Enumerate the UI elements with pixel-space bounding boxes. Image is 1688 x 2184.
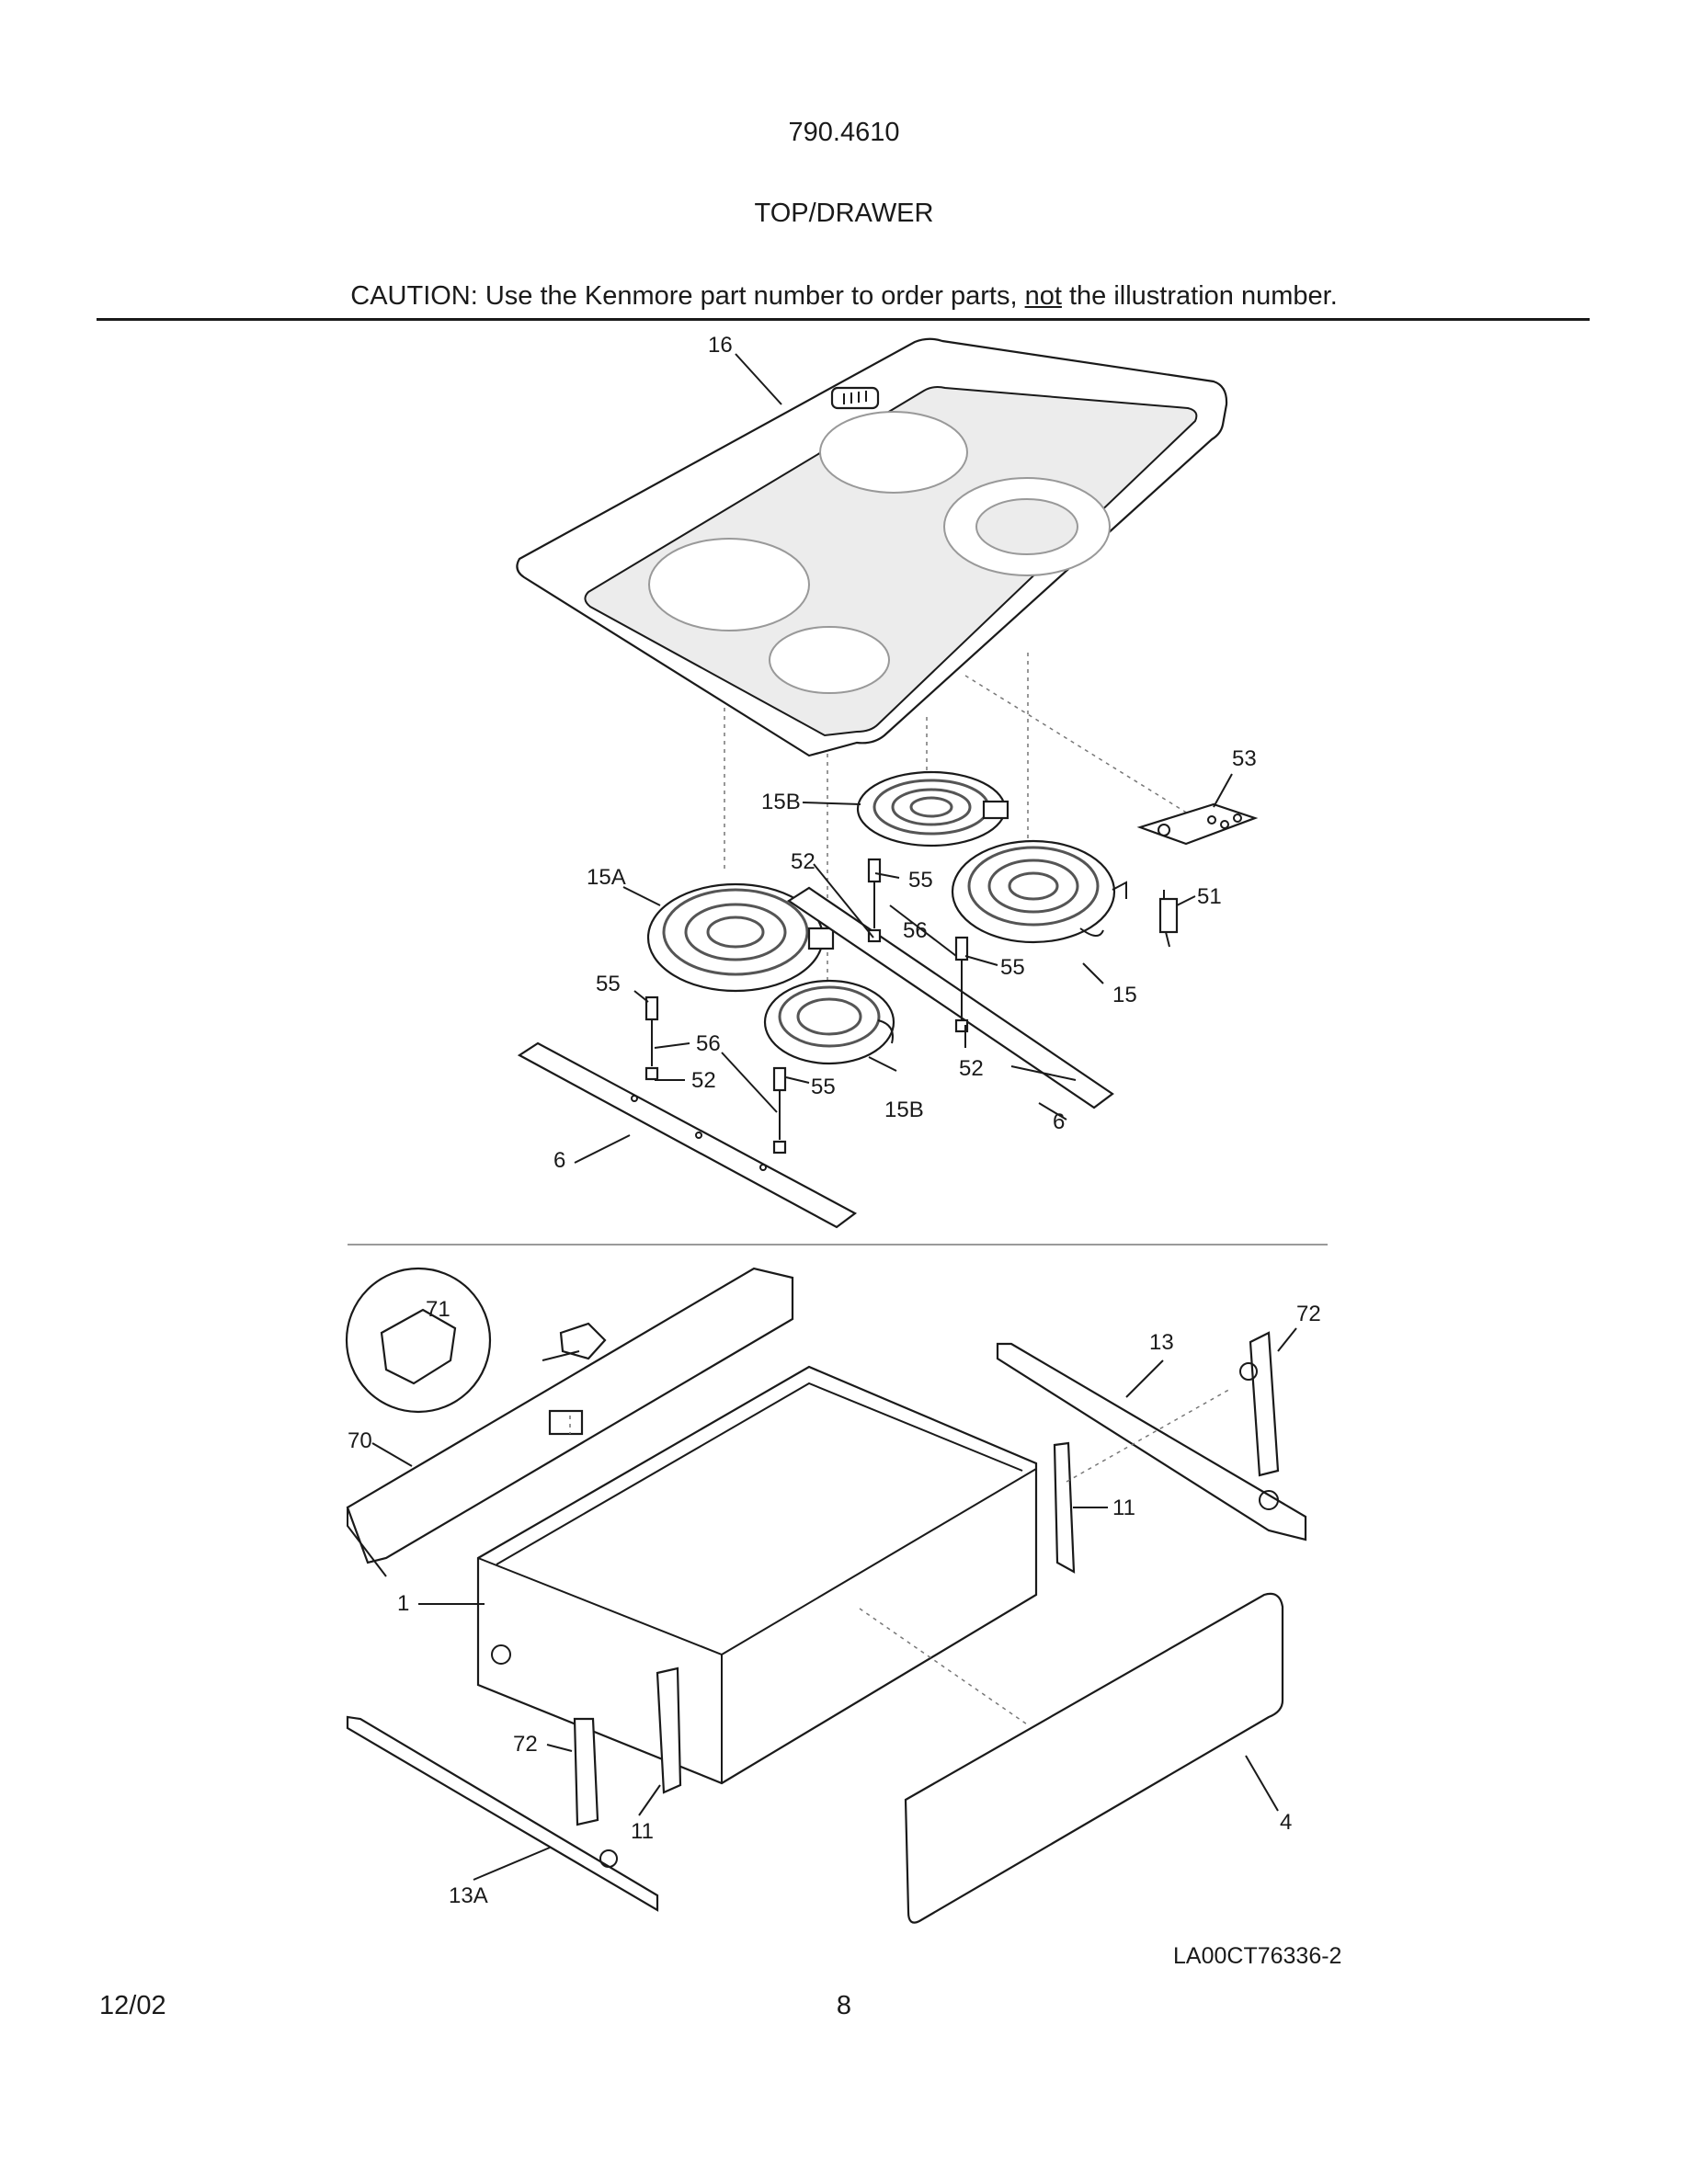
surface-element-15B-top	[856, 770, 1009, 847]
callout-15: 15	[1112, 983, 1137, 1007]
control-board-part	[1136, 802, 1259, 846]
leader-lines	[371, 353, 1297, 1881]
callout-72-top: 72	[1296, 1302, 1321, 1326]
callout-1: 1	[397, 1591, 409, 1616]
caution-note: CAUTION: Use the Kenmore part number to …	[0, 281, 1688, 312]
callout-15B-top: 15B	[761, 790, 801, 814]
element-bracket-right	[786, 886, 1114, 1109]
callout-53: 53	[1232, 746, 1257, 771]
callout-4: 4	[1280, 1810, 1292, 1835]
section-title: TOP/DRAWER	[754, 199, 934, 228]
callout-56-mid: 56	[903, 918, 928, 943]
drawer-body-1	[476, 1365, 1038, 1785]
callout-52-right: 52	[959, 1056, 984, 1081]
surface-element-15	[951, 839, 1127, 944]
callout-11-low: 11	[631, 1819, 654, 1844]
header-rule	[97, 318, 1590, 321]
callout-13: 13	[1149, 1330, 1174, 1355]
stop-11-right	[1053, 1441, 1076, 1574]
callout-51: 51	[1197, 884, 1222, 909]
model-number: 790.4610	[788, 118, 900, 147]
callout-labels: 16 53 15B 52 55 15A 56 51 55 55 15 56 52…	[348, 333, 1321, 1908]
caution-text-end: the illustration number.	[1061, 281, 1338, 311]
drawer-glide-clip	[559, 1322, 607, 1360]
footer-date: 12/02	[99, 1991, 166, 2020]
callout-6-left: 6	[553, 1148, 565, 1173]
surface-element-15B-low	[763, 979, 895, 1065]
callout-52-left: 52	[691, 1068, 716, 1093]
element-bracket-left	[517, 1041, 858, 1229]
cooktop-glass-top	[516, 337, 1228, 757]
callout-6-right: 6	[1053, 1109, 1065, 1134]
caution-text-start: CAUTION: Use the Kenmore part number to …	[350, 281, 1025, 311]
callout-13A: 13A	[449, 1883, 488, 1908]
bracket-72-low	[573, 1717, 599, 1826]
page-number: 8	[836, 1991, 852, 2020]
callout-56-left: 56	[696, 1031, 721, 1056]
callout-72-low: 72	[513, 1732, 538, 1757]
surface-element-15A	[646, 882, 835, 993]
detail-bubble	[345, 1267, 492, 1414]
callout-70: 70	[348, 1428, 372, 1453]
callout-55-left: 55	[596, 972, 621, 996]
drawing-reference-id: LA00CT76336-2	[1173, 1943, 1342, 1969]
switch-part	[1158, 890, 1179, 948]
callout-15A: 15A	[587, 865, 626, 890]
bracket-72-top	[1239, 1331, 1280, 1477]
stop-11-low	[656, 1666, 682, 1794]
left-drawer-slide-13A	[346, 1715, 659, 1912]
callout-55-right: 55	[1000, 955, 1025, 980]
right-drawer-slide-13	[996, 1342, 1307, 1541]
element-fasteners	[644, 858, 969, 1155]
callout-15B-low: 15B	[884, 1098, 924, 1122]
callout-16: 16	[708, 333, 733, 358]
section-divider	[348, 1244, 1328, 1246]
callout-71: 71	[426, 1297, 451, 1322]
caution-emphasis: not	[1024, 281, 1062, 311]
callout-55-top: 55	[908, 868, 933, 893]
callout-55-low: 55	[811, 1075, 836, 1099]
callout-52-top: 52	[791, 849, 815, 874]
drawer-front-panel-4	[904, 1592, 1284, 1924]
callout-11-right: 11	[1112, 1496, 1135, 1520]
